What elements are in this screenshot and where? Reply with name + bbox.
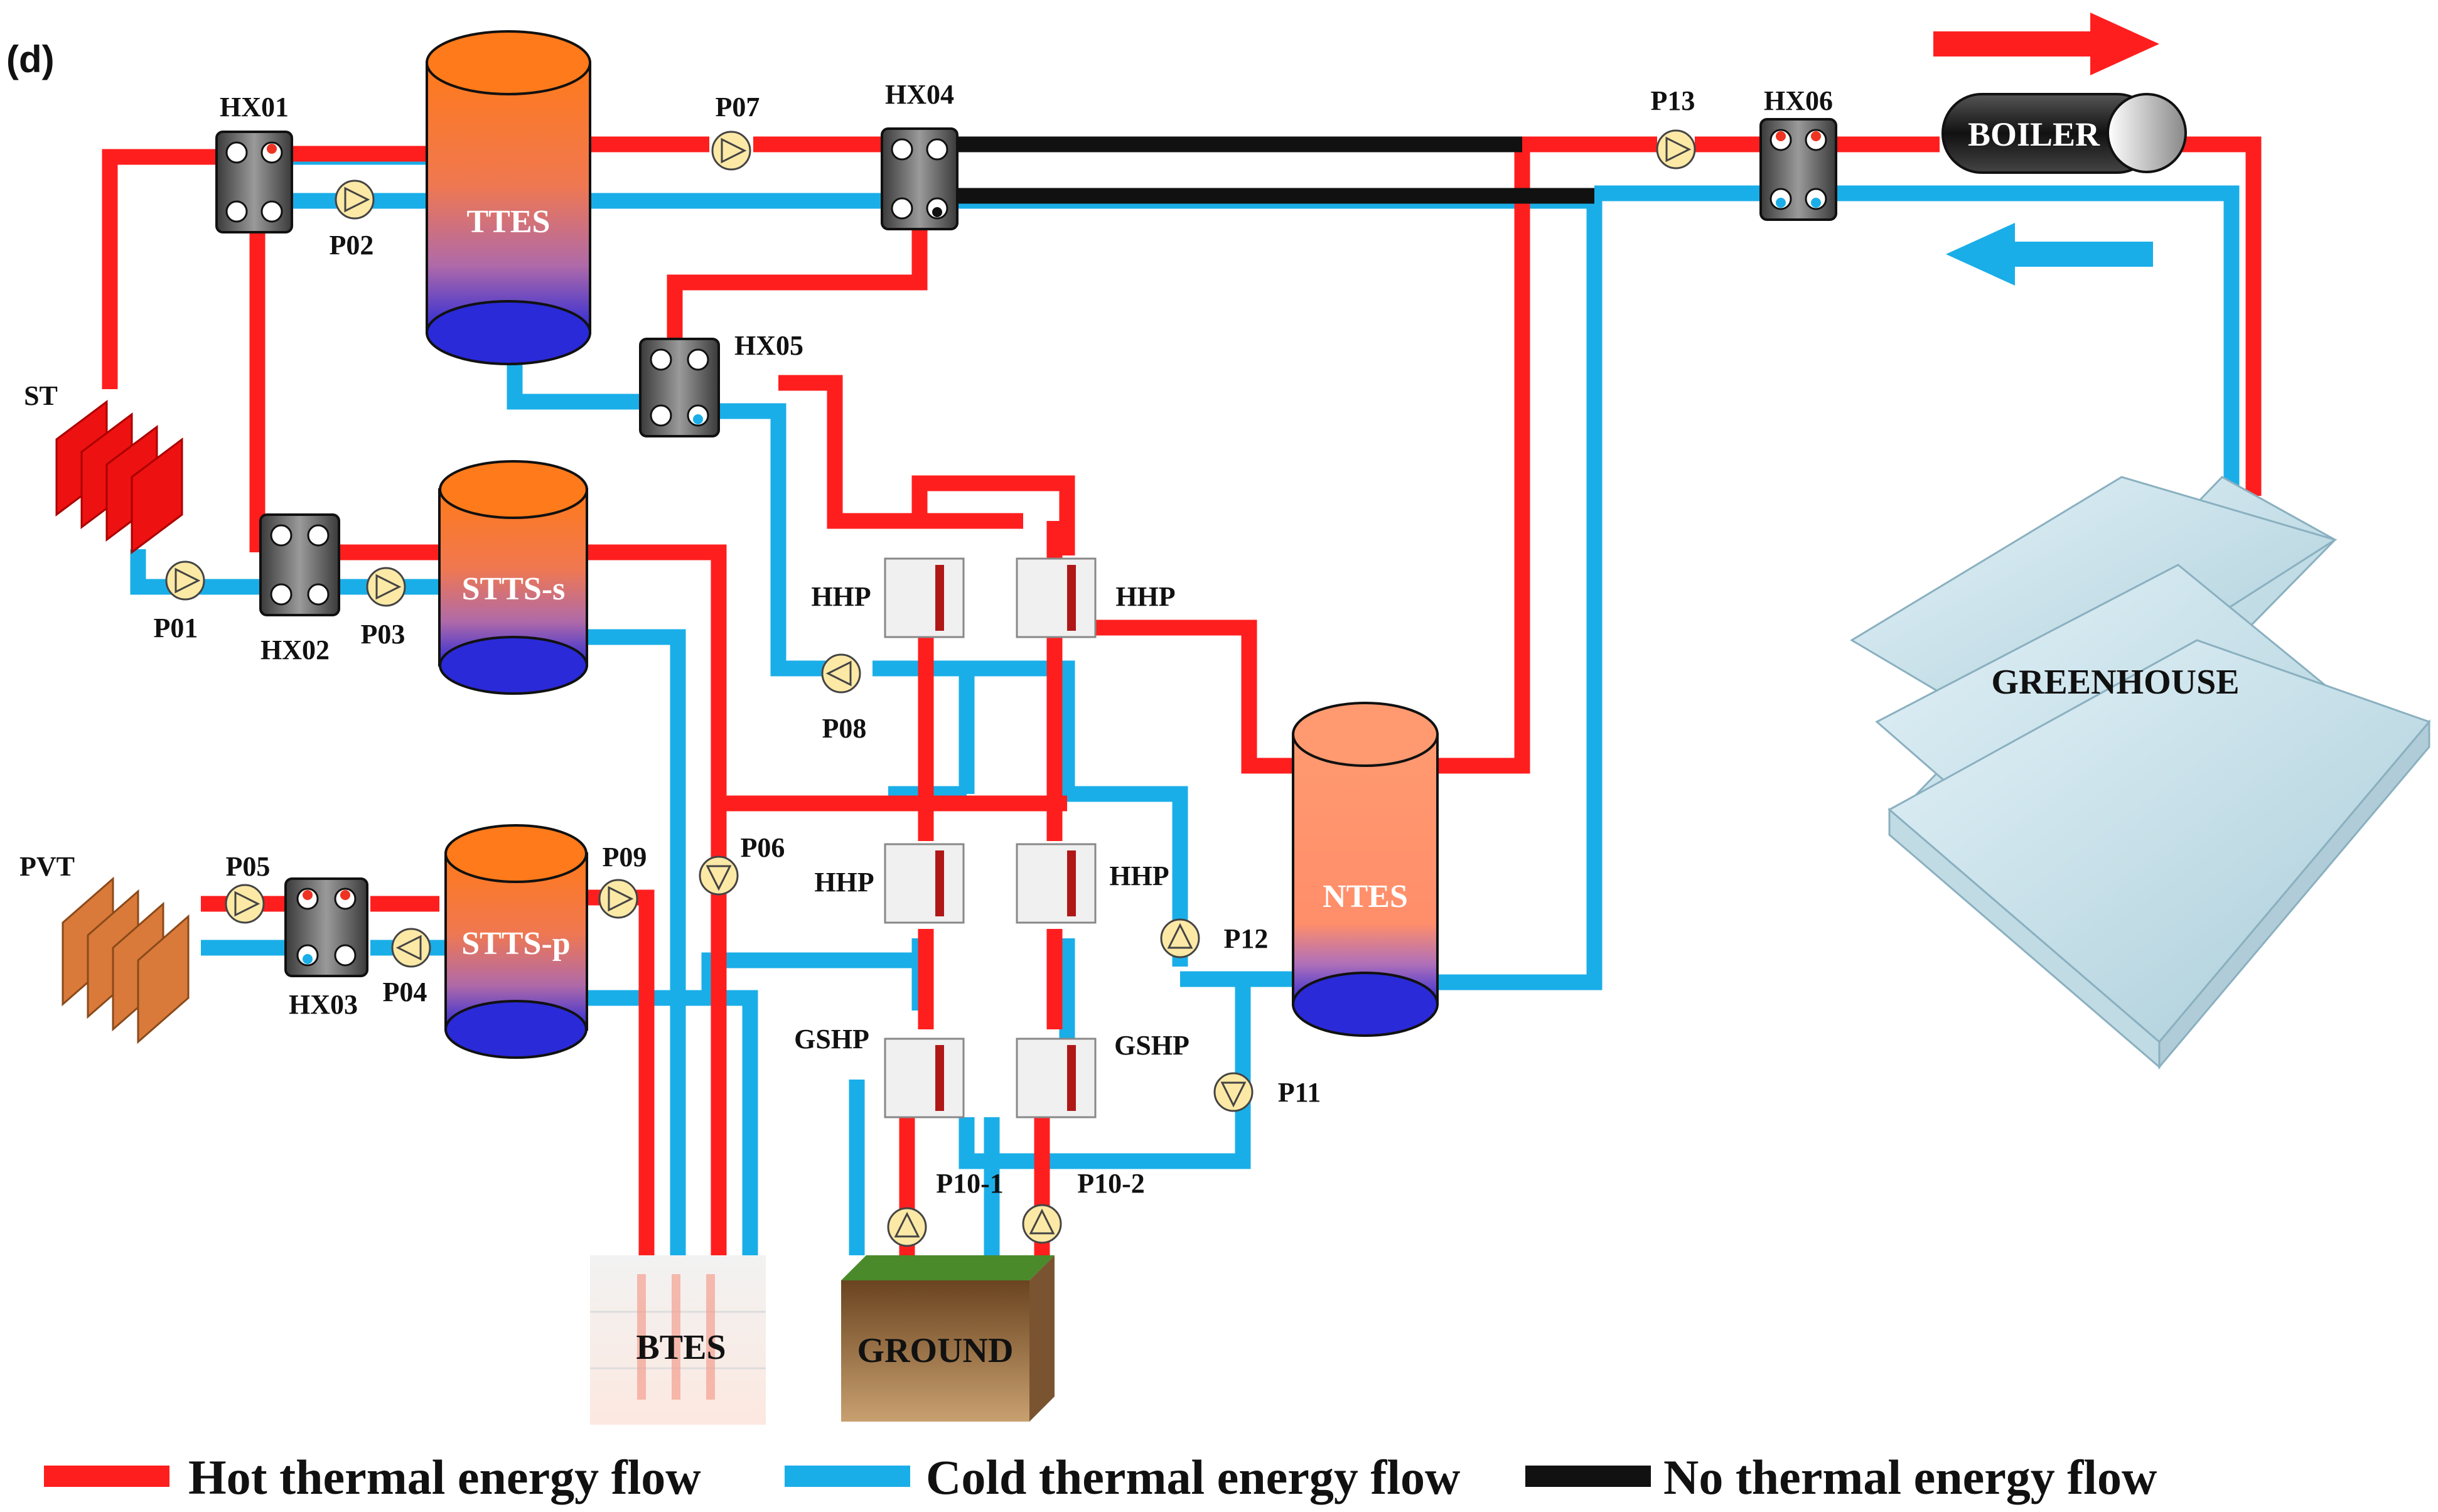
svg-text:GSHP: GSHP [794, 1024, 869, 1054]
hhp-unit-4: HHP [1016, 843, 1169, 924]
hx02-label: HX02 [260, 635, 330, 665]
boiler-label: BOILER [1968, 115, 2100, 153]
tank-ttes: TTES [426, 30, 591, 365]
svg-text:P10-1: P10-1 [936, 1168, 1004, 1199]
svg-text:HHP: HHP [1109, 861, 1169, 891]
pump-p07: P07 [711, 92, 760, 171]
pumps: P01 P02 P03 P04 P05 P06 [154, 85, 1696, 1247]
hx06-label: HX06 [1764, 85, 1833, 116]
pump-p02: P02 [330, 180, 375, 260]
heat-exchanger-hx06: HX06 [1759, 85, 1837, 221]
tank-stts-p: STTS-p [444, 824, 588, 1059]
pump-p09: P09 [598, 842, 647, 919]
st-label: ST [24, 380, 58, 411]
heat-pumps: HHP HHP HHP HHP GSHP GSHP [794, 557, 1189, 1118]
gshp-unit-2: GSHP [1016, 1030, 1189, 1118]
svg-text:P03: P03 [361, 619, 405, 650]
tank-stts-p-label: STTS-p [461, 926, 570, 962]
svg-text:Cold thermal energy flow: Cold thermal energy flow [926, 1450, 1460, 1504]
solar-thermal-collector: ST [24, 380, 183, 554]
pump-p04: P04 [383, 928, 431, 1007]
svg-text:Hot thermal energy flow: Hot thermal energy flow [188, 1450, 701, 1504]
pump-p10-1: P10-1 [887, 1168, 1004, 1247]
pump-p03: P03 [361, 567, 406, 650]
svg-text:HHP: HHP [814, 867, 874, 898]
panel-label: (d) [6, 38, 55, 80]
pump-p01: P01 [154, 560, 205, 643]
hhp-unit-3: HHP [814, 843, 965, 924]
cold-flow-arrow [1946, 223, 2153, 286]
svg-text:HHP: HHP [1115, 581, 1175, 612]
hx04-label: HX04 [885, 79, 954, 110]
svg-text:P06: P06 [741, 832, 785, 863]
heat-exchanger-hx01: HX01 [215, 92, 293, 233]
svg-text:P08: P08 [822, 713, 867, 744]
pump-p05: P05 [225, 851, 271, 924]
ground: GROUND [841, 1255, 1055, 1422]
tank-ntes-label: NTES [1323, 879, 1408, 914]
boiler: BOILER [1941, 93, 2187, 174]
svg-text:GSHP: GSHP [1114, 1030, 1189, 1061]
gshp-unit-1: GSHP [794, 1024, 965, 1118]
greenhouse: GREENHOUSE [1850, 476, 2431, 1070]
heat-exchanger-hx05: HX05 [639, 330, 803, 437]
ground-label: GROUND [857, 1331, 1014, 1370]
pump-p10-2: P10-2 [1022, 1168, 1145, 1244]
btes: BTES [590, 1255, 766, 1425]
svg-text:HHP: HHP [811, 581, 871, 612]
svg-text:P01: P01 [154, 613, 198, 643]
svg-text:P13: P13 [1651, 85, 1695, 116]
pvt-collector: PVT [19, 851, 190, 1044]
tank-stts-s-label: STTS-s [462, 571, 566, 607]
pump-p06: P06 [699, 832, 785, 896]
legend-hot: Hot thermal energy flow [44, 1450, 701, 1504]
tank-ttes-label: TTES [467, 204, 550, 240]
hot-flow-arrow [1933, 13, 2159, 75]
svg-text:P09: P09 [603, 842, 647, 872]
svg-text:P07: P07 [716, 92, 760, 122]
inactive-pipes [954, 136, 1594, 204]
pump-p12: P12 [1160, 918, 1269, 958]
hhp-unit-1: HHP [811, 557, 965, 638]
hhp-unit-2: HHP [1016, 557, 1176, 638]
btes-label: BTES [636, 1328, 726, 1367]
pump-p11: P11 [1213, 1072, 1321, 1112]
svg-text:P05: P05 [226, 851, 271, 882]
hx05-label: HX05 [734, 330, 803, 361]
heat-exchanger-hx02: HX02 [259, 513, 340, 665]
hx03-label: HX03 [289, 989, 358, 1020]
svg-text:P11: P11 [1278, 1077, 1321, 1108]
tank-stts-s: STTS-s [438, 460, 588, 695]
svg-text:No thermal energy flow: No thermal energy flow [1663, 1450, 2157, 1504]
svg-text:P10-2: P10-2 [1077, 1168, 1145, 1199]
pump-p13: P13 [1651, 85, 1696, 169]
legend-cold: Cold thermal energy flow [785, 1450, 1460, 1504]
heat-exchanger-hx03: HX03 [284, 877, 368, 1020]
svg-text:P02: P02 [330, 230, 374, 260]
hx01-label: HX01 [220, 92, 289, 122]
pvt-label: PVT [19, 851, 75, 882]
legend: Hot thermal energy flow Cold thermal ene… [44, 1450, 2157, 1504]
svg-text:P12: P12 [1224, 923, 1269, 954]
tank-ntes: NTES [1292, 702, 1439, 1037]
greenhouse-label: GREENHOUSE [1991, 663, 2239, 702]
svg-text:P04: P04 [383, 977, 427, 1007]
pump-p08: P08 [821, 653, 867, 744]
legend-none: No thermal energy flow [1525, 1450, 2157, 1504]
heat-exchanger-hx04: HX04 [881, 79, 959, 230]
